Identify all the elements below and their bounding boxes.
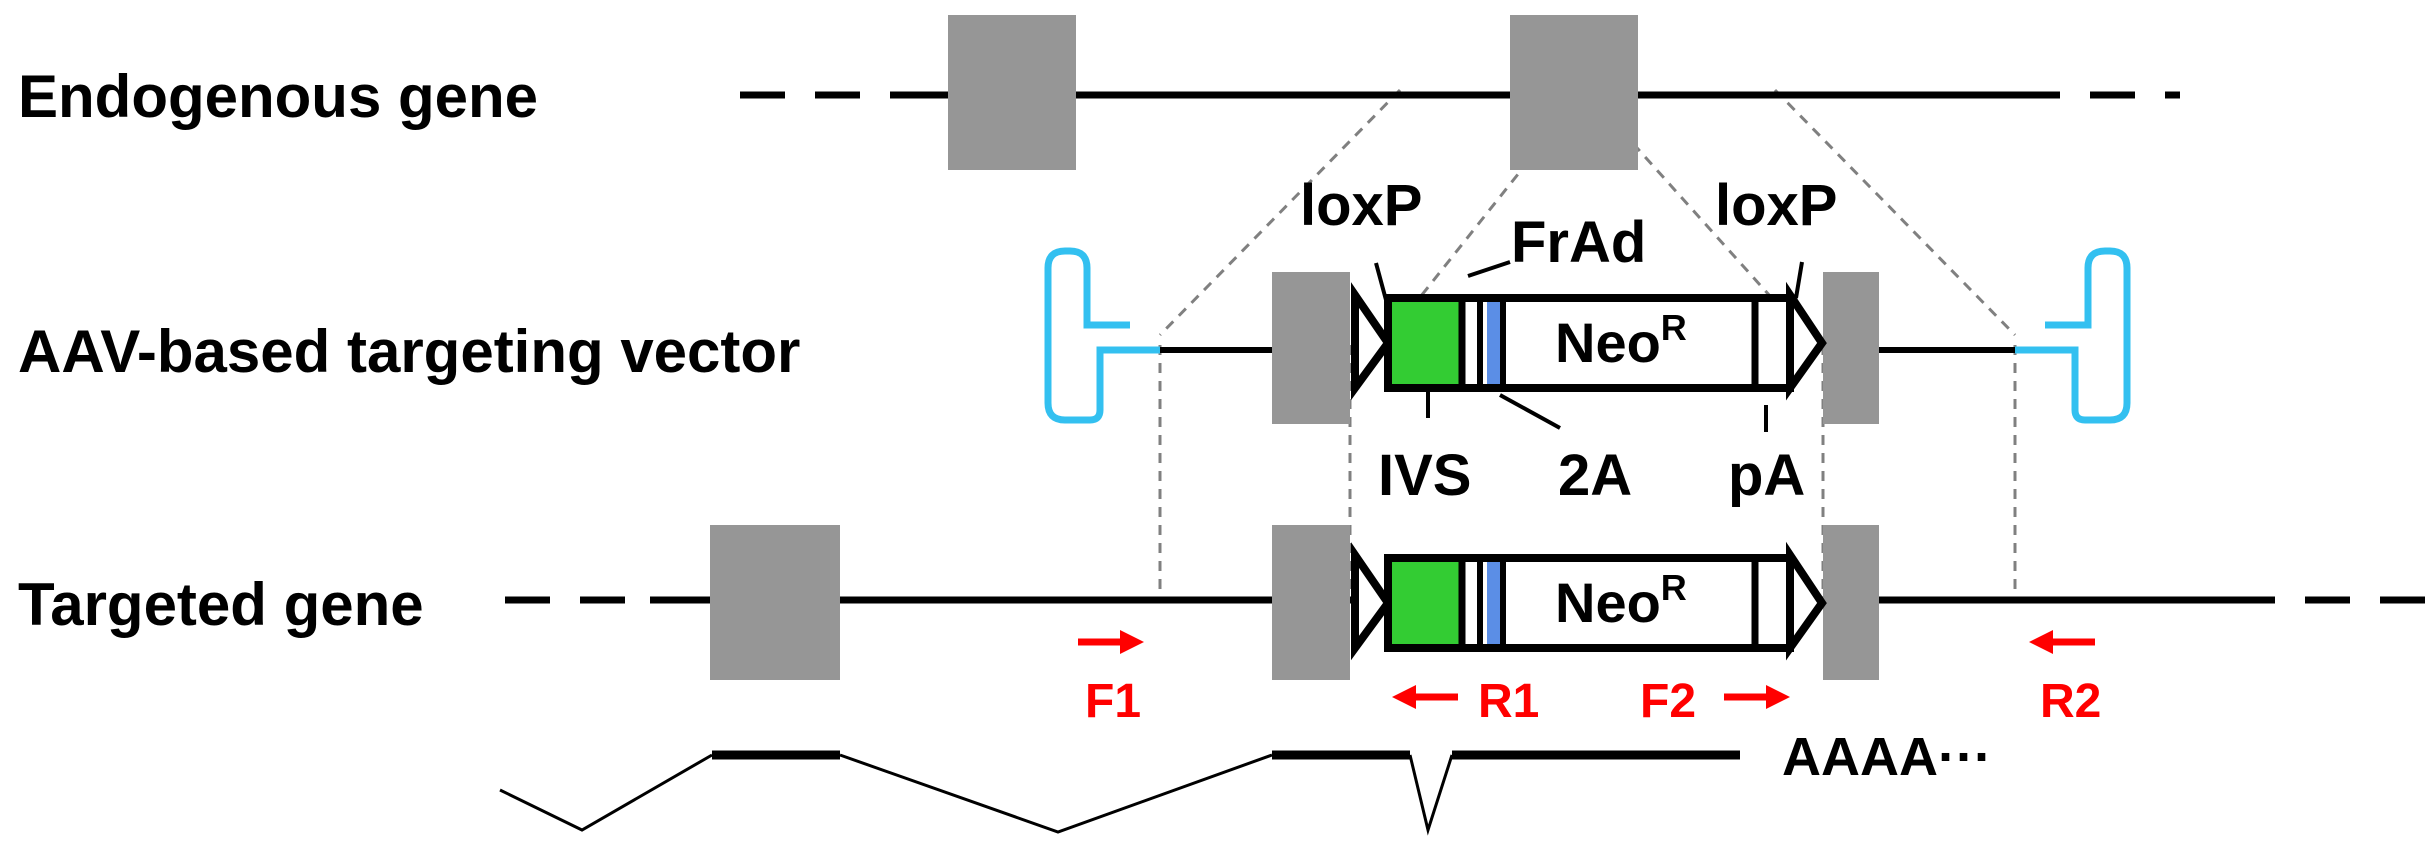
guide-line	[1158, 88, 1402, 337]
loxp-right-label: loxP	[1715, 173, 1838, 238]
exon	[1510, 15, 1638, 170]
exon	[1823, 525, 1879, 680]
ivs-segment	[1392, 302, 1462, 384]
row-label-endogenous: Endogenous gene	[18, 63, 538, 130]
exon	[948, 15, 1076, 170]
neo-text: Neo	[1555, 571, 1661, 634]
loxp-left-icon	[1351, 542, 1393, 661]
loxp-left-icon	[1351, 282, 1393, 401]
neo-label: NeoR	[1555, 307, 1687, 374]
primer-r2-arrowhead	[2029, 630, 2053, 654]
exon	[1272, 525, 1350, 680]
ivs-segment	[1392, 562, 1462, 644]
transcript: AAAA···	[499, 727, 1992, 836]
loxp-left-label: loxP	[1300, 173, 1423, 238]
two-a-segment	[1487, 562, 1500, 644]
primers	[1078, 630, 2095, 709]
loxp-right-icon	[1786, 281, 1827, 401]
targeting-vector: NeoR loxP loxP FrAd IVS 2A pA	[1044, 173, 2131, 508]
two-a-callout	[1499, 393, 1561, 430]
frad-callout	[1467, 260, 1511, 278]
primer-f2-arrowhead	[1766, 685, 1790, 709]
neo-superscript: R	[1661, 307, 1687, 348]
splice-line	[1408, 754, 1454, 836]
ivs-label: IVS	[1378, 443, 1472, 508]
primer-f2-label: F2	[1640, 675, 1696, 728]
endogenous-gene	[740, 15, 2180, 170]
itr-left-icon	[1044, 247, 1160, 424]
primer-r1-arrowhead	[1392, 685, 1416, 709]
exon	[1823, 272, 1879, 424]
primer-f1-arrowhead	[1120, 630, 1144, 654]
two-a-segment	[1487, 302, 1500, 384]
loxp-right-icon	[1786, 541, 1827, 661]
itr-right-icon	[2015, 247, 2131, 424]
exon	[1272, 272, 1350, 424]
primer-f1-label: F1	[1085, 675, 1141, 728]
neo-text: Neo	[1555, 311, 1661, 374]
primer-r2-label: R2	[2040, 675, 2101, 728]
guide-line	[1773, 88, 2017, 337]
row-label-targeted: Targeted gene	[18, 571, 424, 638]
targeted-gene: NeoR F1 R1 F2 R2	[505, 525, 2425, 728]
polya-tail-label: AAAA···	[1782, 727, 1992, 787]
two-a-label: 2A	[1558, 443, 1632, 508]
loxp-right-callout	[1794, 261, 1804, 299]
splice-line	[839, 753, 1273, 834]
loxp-left-callout	[1374, 262, 1388, 301]
frad-label: FrAd	[1511, 210, 1646, 275]
primer-r1-label: R1	[1478, 675, 1539, 728]
neo-label: NeoR	[1555, 567, 1687, 634]
splice-line	[499, 753, 713, 832]
exon	[710, 525, 840, 680]
pa-label: pA	[1728, 443, 1805, 508]
row-label-vector: AAV-based targeting vector	[18, 318, 800, 385]
neo-superscript: R	[1661, 567, 1687, 608]
